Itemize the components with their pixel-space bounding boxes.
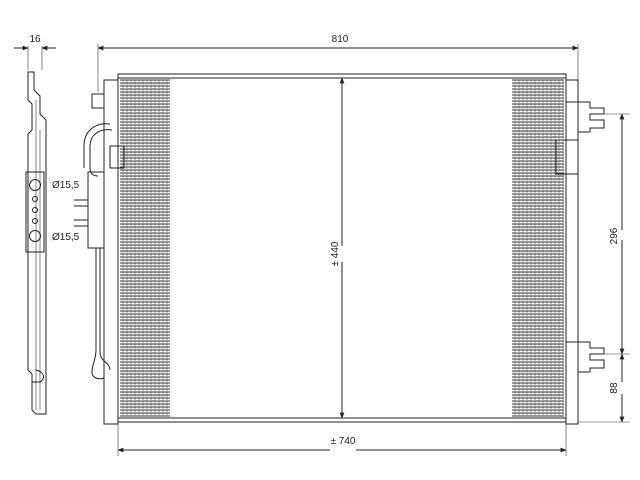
overall-width-dimension: 810 xyxy=(97,34,579,96)
top-left-clip xyxy=(91,93,105,109)
side-bottom-bend xyxy=(32,369,44,383)
inlet-pipe-top-outer xyxy=(83,123,111,168)
port-diameter-top-label: Ø15,5 xyxy=(52,180,80,191)
left-tank xyxy=(103,79,119,425)
right-mount-block xyxy=(555,139,579,175)
bracket-spacing-label: 296 xyxy=(609,227,620,244)
outlet-pipe-inner xyxy=(99,248,111,371)
side-port-bolt-3 xyxy=(32,218,38,224)
side-port-bolt-1 xyxy=(32,196,38,202)
fin-pattern-left xyxy=(120,79,170,417)
core-width-dimension: ± 740 xyxy=(117,424,567,456)
core-height-dimension: ± 440 xyxy=(330,77,345,419)
side-port-top xyxy=(29,179,41,191)
port-diameter-bottom-label: Ø15,5 xyxy=(52,232,80,243)
left-bracket xyxy=(109,145,125,169)
bottom-offset-label: 88 xyxy=(609,382,620,394)
right-tank xyxy=(565,79,579,425)
core-height-label: ± 440 xyxy=(330,241,341,266)
condenser-front-view xyxy=(74,73,605,425)
port-flange xyxy=(87,171,105,249)
outlet-pipe xyxy=(91,248,105,380)
overall-width-label: 810 xyxy=(332,34,349,45)
right-dimensions: 296 88 xyxy=(578,113,630,423)
side-view: 16 Ø15,5 Ø15,5 xyxy=(14,34,80,415)
side-thickness-label: 16 xyxy=(29,34,41,45)
core-width-label: ± 740 xyxy=(331,436,356,447)
right-bracket-top xyxy=(566,101,605,133)
side-port-block xyxy=(25,171,45,253)
side-port-bottom xyxy=(29,230,41,242)
fin-pattern-right xyxy=(512,79,564,417)
right-bracket-bottom xyxy=(566,341,605,373)
side-port-bolt-2 xyxy=(32,207,38,213)
side-profile-outline xyxy=(27,71,47,415)
inlet-pipe-top xyxy=(89,129,113,177)
